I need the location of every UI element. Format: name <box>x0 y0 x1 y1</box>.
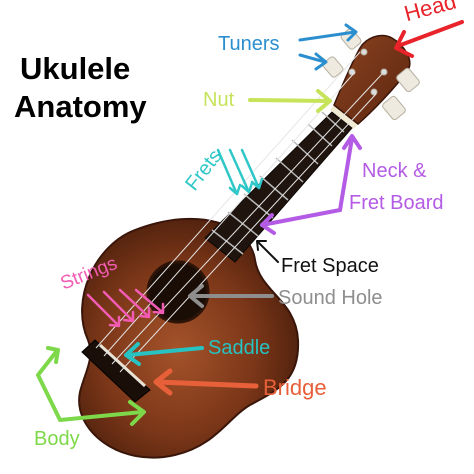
tuner-pegs <box>322 28 420 121</box>
tuners-arrow-bottom <box>298 52 328 71</box>
strings-arrows <box>86 288 165 328</box>
fret-space-arrow <box>256 240 279 263</box>
title-line-1: Ukulele <box>20 51 131 86</box>
nut-arrow <box>248 89 332 113</box>
bridge-arrow <box>153 368 259 396</box>
tuners-arrow-top <box>298 23 358 42</box>
head-arrow <box>394 20 464 58</box>
strings <box>95 51 383 373</box>
frets-arrows <box>216 148 264 196</box>
headstock <box>333 34 411 125</box>
nut-label: Nut <box>203 89 235 111</box>
sound-hole-label: Sound Hole <box>278 287 383 309</box>
sound-hole-arrow <box>188 284 274 308</box>
neck-fretboard <box>204 111 353 263</box>
bridge-label: Bridge <box>263 375 327 400</box>
nut <box>330 105 358 129</box>
saddle-arrow <box>124 342 204 366</box>
body-label: Body <box>34 428 80 450</box>
saddle-label: Saddle <box>208 337 271 359</box>
body-bracket <box>36 346 146 426</box>
neck-arrow <box>260 134 362 235</box>
title-line-2: Anatomy <box>14 89 147 124</box>
fret-board-label: Fret Board <box>349 192 444 214</box>
tuners-label: Tuners <box>218 33 280 55</box>
fret-space-label: Fret Space <box>281 255 379 277</box>
neck-label: Neck & <box>362 160 427 182</box>
